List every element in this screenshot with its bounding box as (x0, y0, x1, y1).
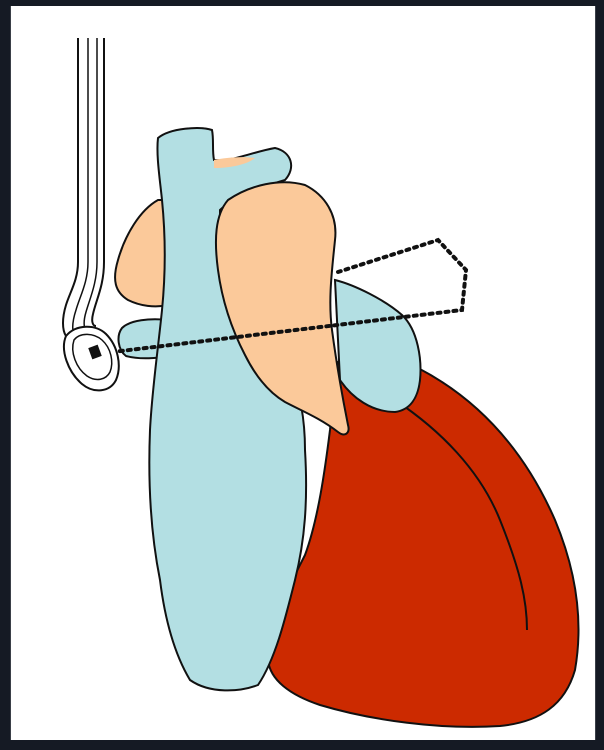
endoscope-shaft (63, 38, 78, 336)
endoscope-shaft-right (84, 38, 97, 332)
ultrasound-probe-icon (64, 327, 119, 391)
aortic-root-left (115, 200, 168, 306)
endoscope-shaft-inner (73, 38, 88, 336)
